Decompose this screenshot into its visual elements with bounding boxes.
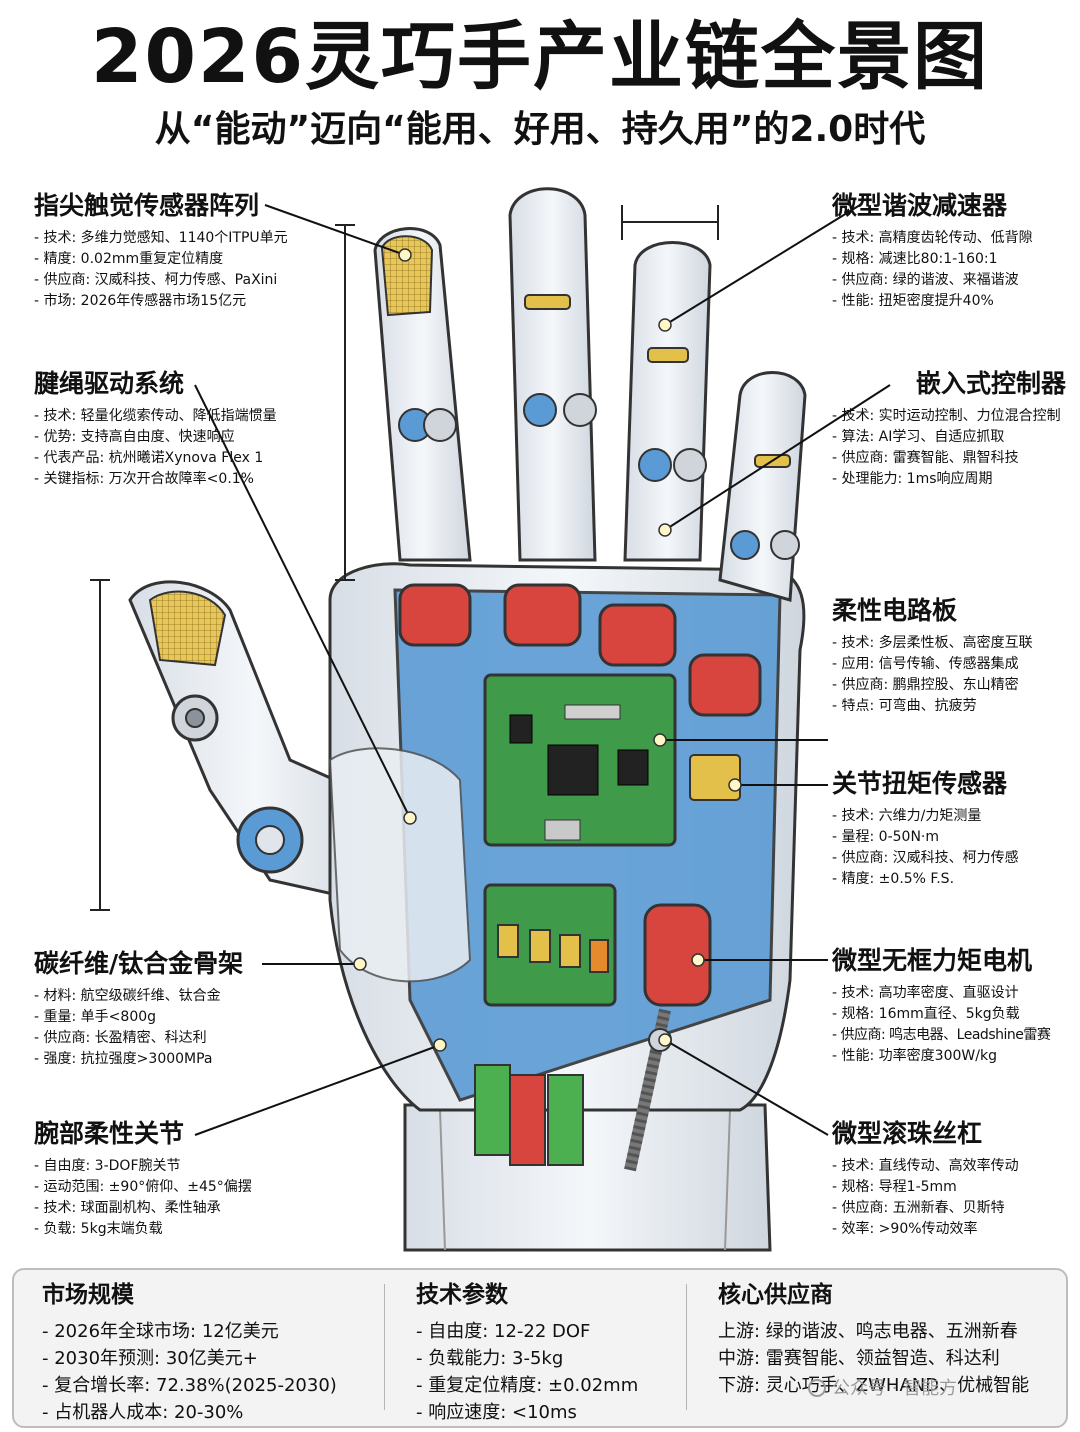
column-heading: 市场规模 [42, 1282, 134, 1308]
block-item: 代表产品: 杭州曦诺Xynova Flex 1 [34, 448, 277, 469]
finger-joints [398, 393, 800, 560]
block-item: 技术: 高功率密度、直驱设计 [832, 983, 1078, 1004]
column-item: 2030年预测: 30亿美元+ [42, 1345, 337, 1372]
block-item: 性能: 功率密度300W/kg [832, 1046, 1078, 1067]
block-item: 供应商: 鸣志电器、Leadshine雷赛 [832, 1025, 1078, 1046]
block-item: 供应商: 长盈精密、科达利 [34, 1028, 243, 1049]
wrist-joint-block: 腕部柔性关节 自由度: 3-DOF腕关节 运动范围: ±90°俯仰、±45°偏摆… [34, 1118, 252, 1240]
embedded-controller-block: 嵌入式控制器 技术: 实时运动控制、力位混合控制 算法: AI学习、自适应抓取 … [832, 368, 1066, 490]
block-item: 运动范围: ±90°俯仰、±45°偏摆 [34, 1177, 252, 1198]
block-item: 技术: 六维力/力矩测量 [832, 806, 1066, 827]
column-item: 负载能力: 3-5kg [416, 1345, 638, 1372]
block-item: 供应商: 鹏鼎控股、东山精密 [832, 675, 1066, 696]
block-item: 优势: 支持高自由度、快速响应 [34, 427, 277, 448]
block-item: 技术: 球面副机构、柔性轴承 [34, 1198, 252, 1219]
block-heading: 微型谐波减速器 [832, 191, 1008, 220]
block-item: 负载: 5kg末端负载 [34, 1219, 252, 1240]
joint-torque-sensor-block: 关节扭矩传感器 技术: 六维力/力矩测量 量程: 0-50N·m 供应商: 汉威… [832, 768, 1066, 890]
block-item: 精度: ±0.5% F.S. [832, 869, 1066, 890]
column-item: 下游: 灵心巧手、ZWHAND、优械智能 [718, 1375, 1030, 1396]
page-subtitle: 从“能动”迈向“能用、好用、持久用”的2.0时代 [154, 109, 926, 150]
block-heading: 嵌入式控制器 [915, 369, 1066, 398]
block-item: 效率: >90%传动效率 [832, 1219, 1066, 1240]
wechat-icon [808, 1379, 826, 1397]
block-item: 技术: 多维力觉感知、1140个ITPU单元 [34, 228, 288, 249]
block-item: 性能: 扭矩密度提升40% [832, 291, 1066, 312]
tendon-drive-block: 腱绳驱动系统 技术: 轻量化缆索传动、降低指端惯量 优势: 支持高自由度、快速响… [34, 368, 277, 490]
block-item: 供应商: 绿的谐波、来福谐波 [832, 270, 1066, 291]
block-heading: 微型无框力矩电机 [832, 946, 1033, 975]
block-item: 规格: 减速比80:1-160:1 [832, 249, 1066, 270]
watermark-text: 公众号 · 智能方 [832, 1378, 958, 1399]
callout-dots [353, 248, 742, 1052]
market-size-column: 市场规模 2026年全球市场: 12亿美元 2030年预测: 30亿美元+ 复合… [42, 1280, 337, 1426]
block-item: 量程: 0-50N·m [832, 827, 1066, 848]
summary-panel: 市场规模 2026年全球市场: 12亿美元 2030年预测: 30亿美元+ 复合… [12, 1268, 1068, 1428]
block-heading: 关节扭矩传感器 [832, 769, 1008, 798]
block-item: 技术: 多层柔性板、高密度互联 [832, 633, 1066, 654]
skeleton-material-block: 碳纤维/钛合金骨架 材料: 航空级碳纤维、钛合金 重量: 单手<800g 供应商… [34, 948, 243, 1070]
column-heading: 技术参数 [416, 1282, 508, 1308]
block-item: 供应商: 雷赛智能、鼎智科技 [832, 448, 1066, 469]
block-heading: 指尖触觉传感器阵列 [34, 191, 260, 220]
block-item: 处理能力: 1ms响应周期 [832, 469, 1066, 490]
column-item: 2026年全球市场: 12亿美元 [42, 1318, 337, 1345]
column-divider [686, 1284, 687, 1410]
block-item: 自由度: 3-DOF腕关节 [34, 1156, 252, 1177]
block-item: 供应商: 汉威科技、柯力传感、PaXini [34, 270, 288, 291]
red-actuators [398, 583, 762, 717]
block-item: 材料: 航空级碳纤维、钛合金 [34, 986, 243, 1007]
block-item: 规格: 导程1-5mm [832, 1177, 1066, 1198]
lower-pcb [474, 883, 617, 1166]
block-item: 强度: 抗拉强度>3000MPa [34, 1049, 243, 1070]
block-item: 应用: 信号传输、传感器集成 [832, 654, 1066, 675]
harmonic-reducer-block: 微型谐波减速器 技术: 高精度齿轮传动、低背隙 规格: 减速比80:1-160:… [832, 190, 1066, 312]
block-item: 供应商: 汉威科技、柯力传感 [832, 848, 1066, 869]
frameless-motor [643, 903, 712, 1007]
column-item: 重复定位精度: ±0.02mm [416, 1372, 638, 1399]
page-title: 2026灵巧手产业链全景图 [91, 14, 989, 100]
column-item: 占机器人成本: 20-30% [42, 1399, 337, 1426]
dimension-arrows [90, 205, 719, 911]
column-item: 复合增长率: 72.38%(2025-2030) [42, 1372, 337, 1399]
column-divider [384, 1284, 385, 1410]
tech-params-column: 技术参数 自由度: 12-22 DOF 负载能力: 3-5kg 重复定位精度: … [416, 1280, 638, 1426]
block-item: 关键指标: 万次开合故障率<0.1% [34, 469, 277, 490]
block-heading: 柔性电路板 [832, 596, 958, 625]
block-heading: 碳纤维/钛合金骨架 [34, 949, 244, 978]
block-item: 算法: AI学习、自适应抓取 [832, 427, 1066, 448]
block-item: 精度: 0.02mm重复定位精度 [34, 249, 288, 270]
flexible-circuit-board-block: 柔性电路板 技术: 多层柔性板、高密度互联 应用: 信号传输、传感器集成 供应商… [832, 595, 1066, 717]
block-item: 规格: 16mm直径、5kg负载 [832, 1004, 1078, 1025]
column-heading: 核心供应商 [718, 1282, 833, 1308]
block-heading: 微型滚珠丝杠 [832, 1119, 983, 1148]
main-pcb [483, 673, 741, 847]
block-item: 市场: 2026年传感器市场15亿元 [34, 291, 288, 312]
core-suppliers-column: 核心供应商 上游: 绿的谐波、鸣志电器、五洲新春 中游: 雷赛智能、领益智造、科… [718, 1280, 1029, 1399]
column-item: 上游: 绿的谐波、鸣志电器、五洲新春 [718, 1321, 1018, 1342]
block-item: 技术: 高精度齿轮传动、低背隙 [832, 228, 1066, 249]
block-item: 重量: 单手<800g [34, 1007, 243, 1028]
block-item: 技术: 直线传动、高效率传动 [832, 1156, 1066, 1177]
block-heading: 腕部柔性关节 [34, 1119, 185, 1148]
block-item: 供应商: 五洲新春、贝斯特 [832, 1198, 1066, 1219]
column-item: 自由度: 12-22 DOF [416, 1318, 638, 1345]
block-item: 技术: 实时运动控制、力位混合控制 [832, 406, 1066, 427]
ball-screw-block: 微型滚珠丝杠 技术: 直线传动、高效率传动 规格: 导程1-5mm 供应商: 五… [832, 1118, 1066, 1240]
block-item: 技术: 轻量化缆索传动、降低指端惯量 [34, 406, 277, 427]
block-heading: 腱绳驱动系统 [34, 369, 185, 398]
fingertip-tactile-sensor-block: 指尖触觉传感器阵列 技术: 多维力觉感知、1140个ITPU单元 精度: 0.0… [34, 190, 288, 312]
watermark: 公众号 · 智能方 [808, 1374, 957, 1400]
wrist [403, 1103, 772, 1252]
frameless-torque-motor-block: 微型无框力矩电机 技术: 高功率密度、直驱设计 规格: 16mm直径、5kg负载… [832, 945, 1078, 1067]
column-item: 中游: 雷赛智能、领益智造、科达利 [718, 1348, 1000, 1369]
block-item: 特点: 可弯曲、抗疲劳 [832, 696, 1066, 717]
column-item: 响应速度: <10ms [416, 1399, 638, 1426]
